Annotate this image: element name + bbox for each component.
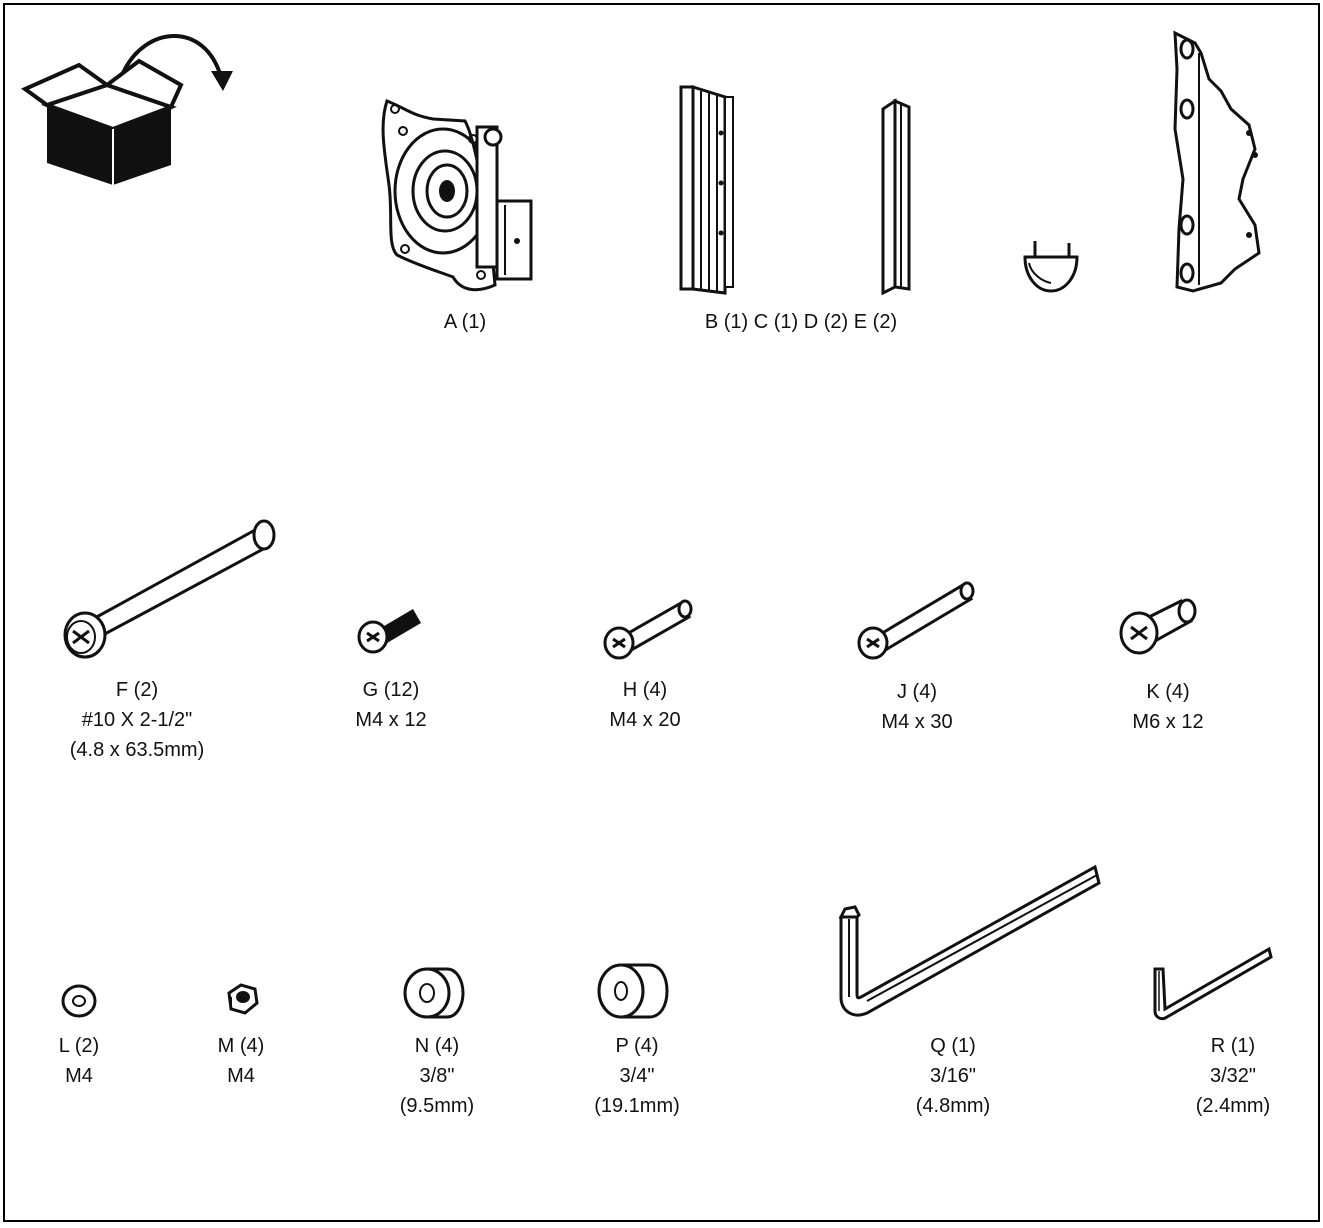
part-r-spec: 3/32" [1209,1065,1257,1087]
part-h-drawing [603,599,693,660]
part-p-metric: (19.1mm) [594,1095,680,1117]
part-m-label: M (4) M4 [218,1031,265,1091]
part-p-drawing [597,963,669,1019]
part-d-drawing [1023,241,1079,293]
part-r-metric: (2.4mm) [1195,1095,1271,1117]
part-h-qty: H (4) [622,679,668,701]
part-a-qty: A (1) [443,311,487,333]
part-j-spec: M4 x 30 [881,711,953,733]
curved-arrow-icon [121,34,233,91]
parts-bcde-qty: B (1) C (1) D (2) E (2) [704,311,898,333]
part-q-qty: Q (1) [930,1035,976,1057]
part-f-qty: F (2) [115,679,159,701]
part-l-qty: L (2) [58,1035,100,1057]
part-j-qty: J (4) [897,681,937,703]
part-p-qty: P (4) [615,1035,659,1057]
part-g-label: G (12) M4 x 12 [355,675,426,735]
part-n-metric: (9.5mm) [399,1095,475,1117]
part-j-drawing [857,581,975,660]
part-q-metric: (4.8mm) [915,1095,991,1117]
part-l-drawing [61,984,97,1018]
part-l-spec: M4 [65,1065,93,1087]
part-a-drawing [381,99,533,292]
box-icon [21,58,184,185]
part-n-spec: 3/8" [419,1065,455,1087]
part-f-metric: (4.8 x 63.5mm) [69,739,205,761]
part-n-drawing [403,967,465,1019]
part-r-qty: R (1) [1210,1035,1256,1057]
part-j-label: J (4) M4 x 30 [881,677,952,737]
part-m-qty: M (4) [217,1035,265,1057]
part-m-spec: M4 [227,1065,255,1087]
part-n-qty: N (4) [414,1035,460,1057]
part-f-spec: #10 X 2-1/2" [81,709,193,731]
parts-diagram-sheet: A (1) B (1) C (1) D (2) E (2) F (2) #10 … [3,3,1320,1222]
part-g-drawing [357,609,421,654]
part-h-label: H (4) M4 x 20 [609,675,680,735]
part-c-drawing [881,98,911,296]
part-f-drawing [63,519,276,659]
part-a-label: A (1) [444,307,486,337]
part-m-drawing [227,983,259,1015]
part-q-spec: 3/16" [929,1065,977,1087]
part-r-label: R (1) 3/32" (2.4mm) [1196,1031,1270,1121]
part-k-spec: M6 x 12 [1132,711,1204,733]
part-l-label: L (2) M4 [59,1031,99,1091]
part-p-spec: 3/4" [619,1065,655,1087]
part-n-label: N (4) 3/8" (9.5mm) [400,1031,474,1121]
part-k-drawing [1119,598,1197,655]
part-b-drawing [679,84,734,295]
part-g-qty: G (12) [362,679,420,701]
part-g-spec: M4 x 12 [355,709,427,731]
part-p-label: P (4) 3/4" (19.1mm) [594,1031,680,1121]
parts-bcde-label: B (1) C (1) D (2) E (2) [705,307,897,337]
part-q-label: Q (1) 3/16" (4.8mm) [916,1031,990,1121]
part-e-drawing [1173,30,1261,293]
part-q-drawing [838,864,1101,1017]
part-r-drawing [1153,946,1273,1021]
part-k-qty: K (4) [1146,681,1190,703]
part-k-label: K (4) M6 x 12 [1132,677,1203,737]
part-h-spec: M4 x 20 [609,709,681,731]
part-f-label: F (2) #10 X 2-1/2" (4.8 x 63.5mm) [70,675,204,765]
